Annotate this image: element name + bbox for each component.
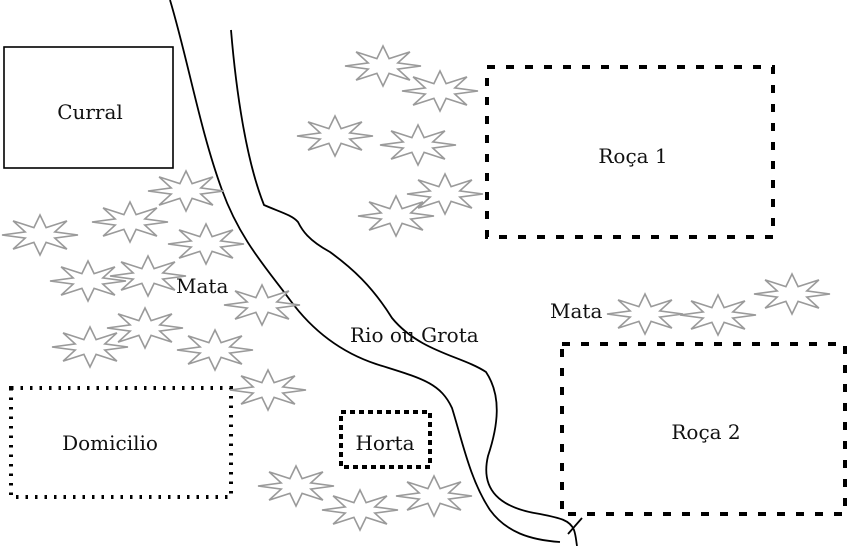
roca2-border	[560, 342, 847, 516]
vegetation-star-icon	[679, 293, 757, 337]
vegetation-star-icon	[344, 44, 422, 88]
curral-border	[3, 46, 174, 169]
vegetation-star-icon	[106, 306, 184, 350]
mata-left-label: Mata	[176, 274, 228, 298]
vegetation-star-icon	[296, 114, 374, 158]
vegetation-star-icon	[223, 283, 301, 327]
vegetation-star-icon	[51, 325, 129, 369]
vegetation-star-icon	[229, 368, 307, 412]
river-mouth-fork	[567, 517, 583, 535]
curral-label: Curral	[57, 100, 123, 124]
roca2-label: Roça 2	[671, 420, 740, 444]
vegetation-star-icon	[167, 222, 245, 266]
vegetation-star-icon	[1, 213, 79, 257]
vegetation-layer	[1, 44, 831, 532]
horta-area: Horta	[339, 410, 432, 469]
horta-label: Horta	[355, 431, 414, 455]
river-label: Rio ou Grota	[350, 323, 479, 347]
vegetation-star-icon	[91, 200, 169, 244]
roca1-label: Roça 1	[598, 144, 667, 168]
vegetation-star-icon	[606, 292, 684, 336]
vegetation-star-icon	[379, 123, 457, 167]
vegetation-star-icon	[147, 169, 225, 213]
vegetation-star-icon	[395, 474, 473, 518]
curral-area: Curral	[3, 46, 174, 169]
domicilio-label: Domicilio	[62, 431, 158, 455]
roca1-area: Roça 1	[485, 65, 775, 239]
roca2-area: Roça 2	[560, 342, 847, 516]
vegetation-star-icon	[321, 488, 399, 532]
vegetation-star-icon	[109, 254, 187, 298]
vegetation-star-icon	[257, 464, 335, 508]
river-bank-left	[169, 0, 561, 543]
river	[169, 0, 583, 546]
vegetation-star-icon	[357, 194, 435, 238]
domicilio-area: Domicilio	[9, 386, 233, 499]
vegetation-star-icon	[406, 172, 484, 216]
mata-right-label: Mata	[550, 299, 602, 323]
domicilio-border	[9, 386, 233, 499]
river-bank-right	[230, 29, 578, 546]
vegetation-star-icon	[176, 328, 254, 372]
vegetation-star-icon	[401, 69, 479, 113]
vegetation-star-icon	[753, 272, 831, 316]
vegetation-star-icon	[49, 259, 127, 303]
